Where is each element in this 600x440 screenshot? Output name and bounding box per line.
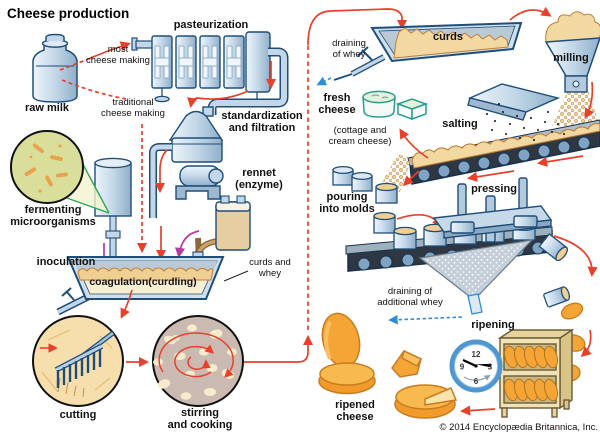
label-most-cheese-making: most cheese making: [86, 44, 150, 66]
label-curds-and-whey: curds and whey: [249, 257, 291, 279]
milling-down-arrow: [584, 81, 594, 119]
salting-hopper-icon: [467, 83, 561, 121]
label-ripening: ripening: [471, 319, 515, 331]
centrifuge-flow-arrows: [154, 149, 168, 261]
milling-funnel-icon: [544, 11, 600, 126]
clock-number-6: 6: [474, 377, 479, 386]
label-pouring-into-molds: pouring into molds: [319, 191, 375, 216]
process-flow-arrows: [126, 8, 408, 368]
clock-icon: 12 3 6 9: [449, 339, 503, 393]
label-salting: salting: [442, 118, 478, 130]
rennet-container-icon: [192, 195, 251, 264]
conveyor-direction-arrows: [399, 128, 584, 187]
stirring-circle-icon: [152, 315, 244, 407]
raw-milk-can-icon: [32, 33, 78, 103]
traditional-cheese-making-line: [61, 79, 148, 254]
inoculation-tank-icon: [94, 157, 132, 266]
curds-vat-icon: [316, 21, 523, 86]
label-curds: curds: [433, 31, 463, 43]
label-fresh-cheese: fresh cheese: [318, 92, 356, 117]
centrifuge-icon: [149, 106, 224, 218]
label-pressing: pressing: [471, 183, 517, 195]
label-milling: milling: [553, 52, 589, 64]
cutting-circle-icon: [32, 315, 124, 407]
label-draining-of-whey: draining of whey: [332, 38, 366, 60]
right-side-arrows: [553, 235, 598, 358]
label-fresh-cheese-sub: (cottage and cream cheese): [328, 125, 392, 147]
curds-to-milling-arrow: [509, 6, 552, 21]
label-rennet: rennet (enzyme): [235, 167, 283, 192]
whey-funnel-icon: [388, 239, 534, 325]
fermenting-circle-icon: [10, 130, 84, 204]
label-standardization: standardization and filtration: [221, 110, 303, 135]
label-coagulation: coagulation(curdling): [89, 276, 197, 288]
vat-to-cutting-arrow: [120, 289, 133, 319]
coagulation-vat-icon: [56, 256, 249, 316]
label-stirring-and-cooking: stirring and cooking: [167, 407, 233, 432]
label-pasteurization: pasteurization: [173, 19, 249, 31]
pasteurizer-flow-arrows: [187, 61, 277, 109]
page-title: Cheese production: [7, 6, 130, 21]
label-raw-milk: raw milk: [24, 102, 70, 114]
label-traditional-cheese-making: traditional cheese making: [101, 97, 165, 119]
molds-icon: [332, 154, 412, 234]
clock-number-9: 9: [460, 363, 465, 372]
shelf-to-cheese-arrow: [459, 405, 496, 416]
label-cutting: cutting: [59, 409, 97, 421]
fresh-cheese-icon: [362, 90, 429, 121]
label-ripened-cheese: ripened cheese: [335, 399, 375, 424]
label-draining-additional-whey: draining of additional whey: [377, 286, 443, 308]
salt-grains: [486, 103, 565, 141]
ripening-shelf-icon: [497, 328, 575, 418]
ripened-cheese-icon: [318, 312, 458, 419]
clock-number-3: 3: [488, 363, 493, 372]
label-inoculation: inoculation: [36, 256, 96, 268]
copyright-notice: © 2014 Encyclopædia Britannica, Inc.: [439, 422, 598, 433]
press-icon: [432, 177, 553, 243]
clock-number-12: 12: [472, 350, 481, 359]
label-fermenting-microorganisms: fermenting microorganisms: [10, 204, 96, 229]
pasteurizer-icon: [131, 31, 289, 115]
most-cheese-making-line: [59, 41, 131, 71]
